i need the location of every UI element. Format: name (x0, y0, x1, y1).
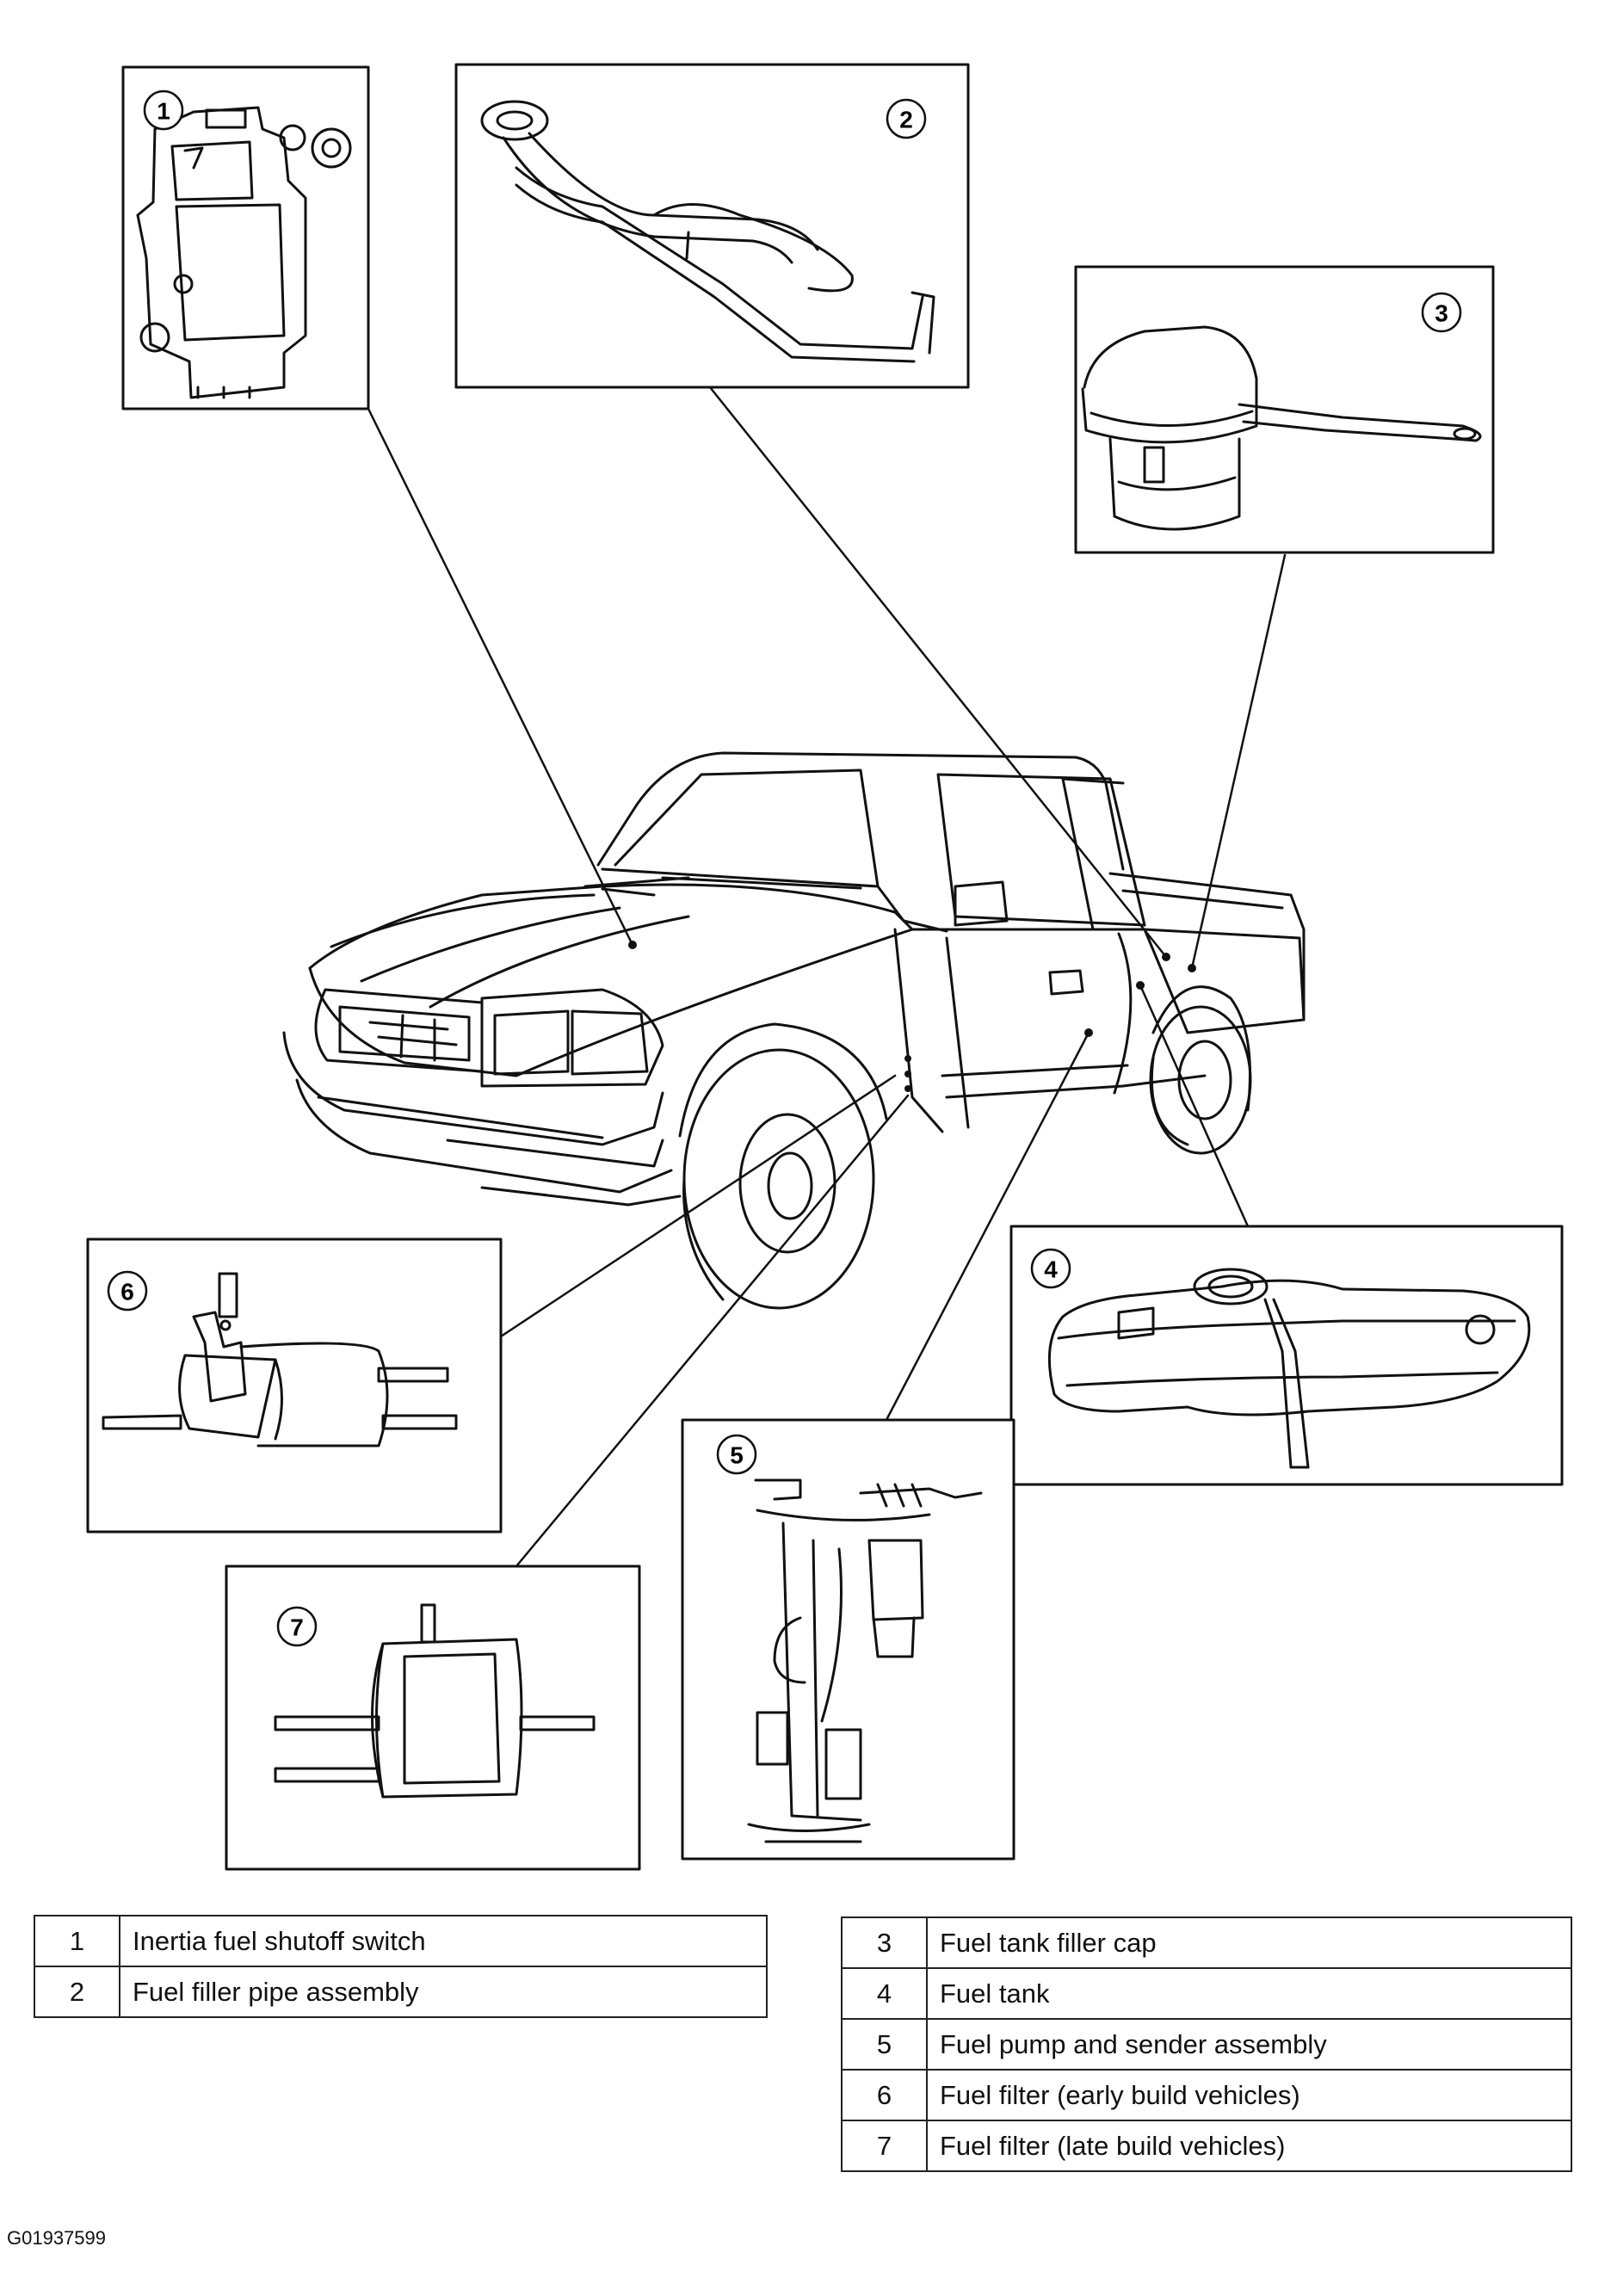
legend-number: 4 (841, 1967, 928, 2020)
legend-number: 7 (841, 2120, 928, 2172)
panel-2-filler-pipe (454, 63, 970, 389)
legend-number: 2 (34, 1966, 120, 2018)
legend-row: 5 Fuel pump and sender assembly (841, 2018, 1572, 2071)
callout-number: 6 (120, 1279, 134, 1305)
callout-number: 3 (1435, 300, 1448, 327)
legend-number: 6 (841, 2069, 928, 2121)
legend-description: Fuel pump and sender assembly (926, 2018, 1572, 2071)
legend-description: Inertia fuel shutoff switch (119, 1915, 768, 1967)
callout-number: 5 (730, 1442, 744, 1469)
leader-lines (367, 386, 1287, 1568)
legend-table-left: 1 Inertia fuel shutoff switch 2 Fuel fil… (34, 1915, 768, 2018)
legend-row: 7 Fuel filter (late build vehicles) (841, 2120, 1572, 2172)
legend-row: 1 Inertia fuel shutoff switch (34, 1915, 768, 1967)
legend-number: 1 (34, 1915, 120, 1967)
legend-row: 2 Fuel filler pipe assembly (34, 1966, 768, 2018)
callout-number: 1 (157, 98, 170, 125)
legend-description: Fuel filter (early build vehicles) (926, 2069, 1572, 2121)
legend-number: 5 (841, 2018, 928, 2071)
legend-table-right: 3 Fuel tank filler cap 4 Fuel tank 5 Fue… (841, 1916, 1572, 2172)
callout-number: 2 (899, 107, 913, 133)
pickup-truck-illustration (282, 751, 1306, 1310)
panel-6-fuel-filter-early (86, 1237, 503, 1534)
legend-number: 3 (841, 1916, 928, 1969)
legend-row: 4 Fuel tank (841, 1967, 1572, 2020)
legend-description: Fuel tank filler cap (926, 1916, 1572, 1969)
callout-number: 7 (290, 1614, 304, 1641)
legend-description: Fuel tank (926, 1967, 1572, 2020)
legend-row: 3 Fuel tank filler cap (841, 1916, 1572, 1969)
callout-number: 4 (1044, 1256, 1058, 1283)
callout-circles (107, 89, 1462, 1647)
legend-description: Fuel filter (late build vehicles) (926, 2120, 1572, 2172)
panel-4-fuel-tank (1009, 1225, 1564, 1486)
legend-description: Fuel filler pipe assembly (119, 1966, 768, 2018)
figure-code: G01937599 (7, 2227, 106, 2249)
legend-row: 6 Fuel filter (early build vehicles) (841, 2069, 1572, 2121)
panel-5-pump-sender (681, 1418, 1015, 1861)
